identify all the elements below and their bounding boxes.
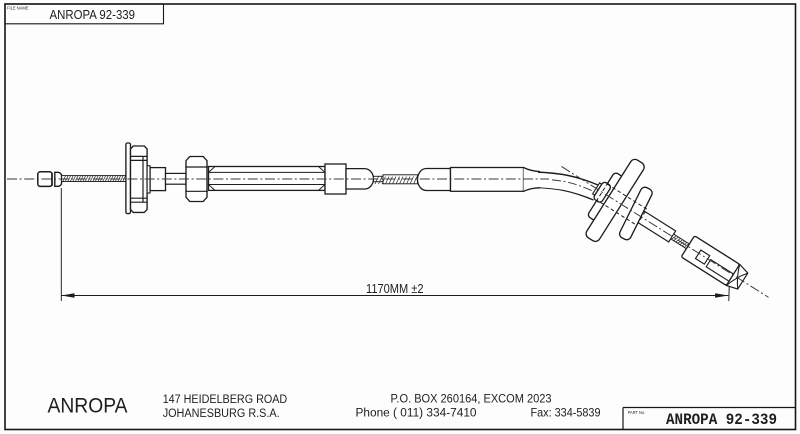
svg-text:FILE NAME: FILE NAME [7,5,29,10]
svg-text:Fax: 334-5839: Fax: 334-5839 [531,406,601,420]
svg-text:1170MM ±2: 1170MM ±2 [366,281,424,296]
svg-text:PART No.: PART No. [628,410,646,415]
svg-text:ANROPA 92-339: ANROPA 92-339 [50,7,136,22]
svg-text:147 HEIDELBERG ROAD: 147 HEIDELBERG ROAD [163,392,288,406]
svg-text:ANROPA: ANROPA [48,395,128,418]
svg-text:Phone ( 011) 334-7410: Phone ( 011) 334-7410 [356,406,477,420]
svg-text:ANROPA 92-339: ANROPA 92-339 [666,411,777,429]
svg-text:P.O. BOX 260164, EXCOM 2023: P.O. BOX 260164, EXCOM 2023 [391,392,552,406]
svg-text:JOHANESBURG R.S.A.: JOHANESBURG R.S.A. [163,406,280,420]
